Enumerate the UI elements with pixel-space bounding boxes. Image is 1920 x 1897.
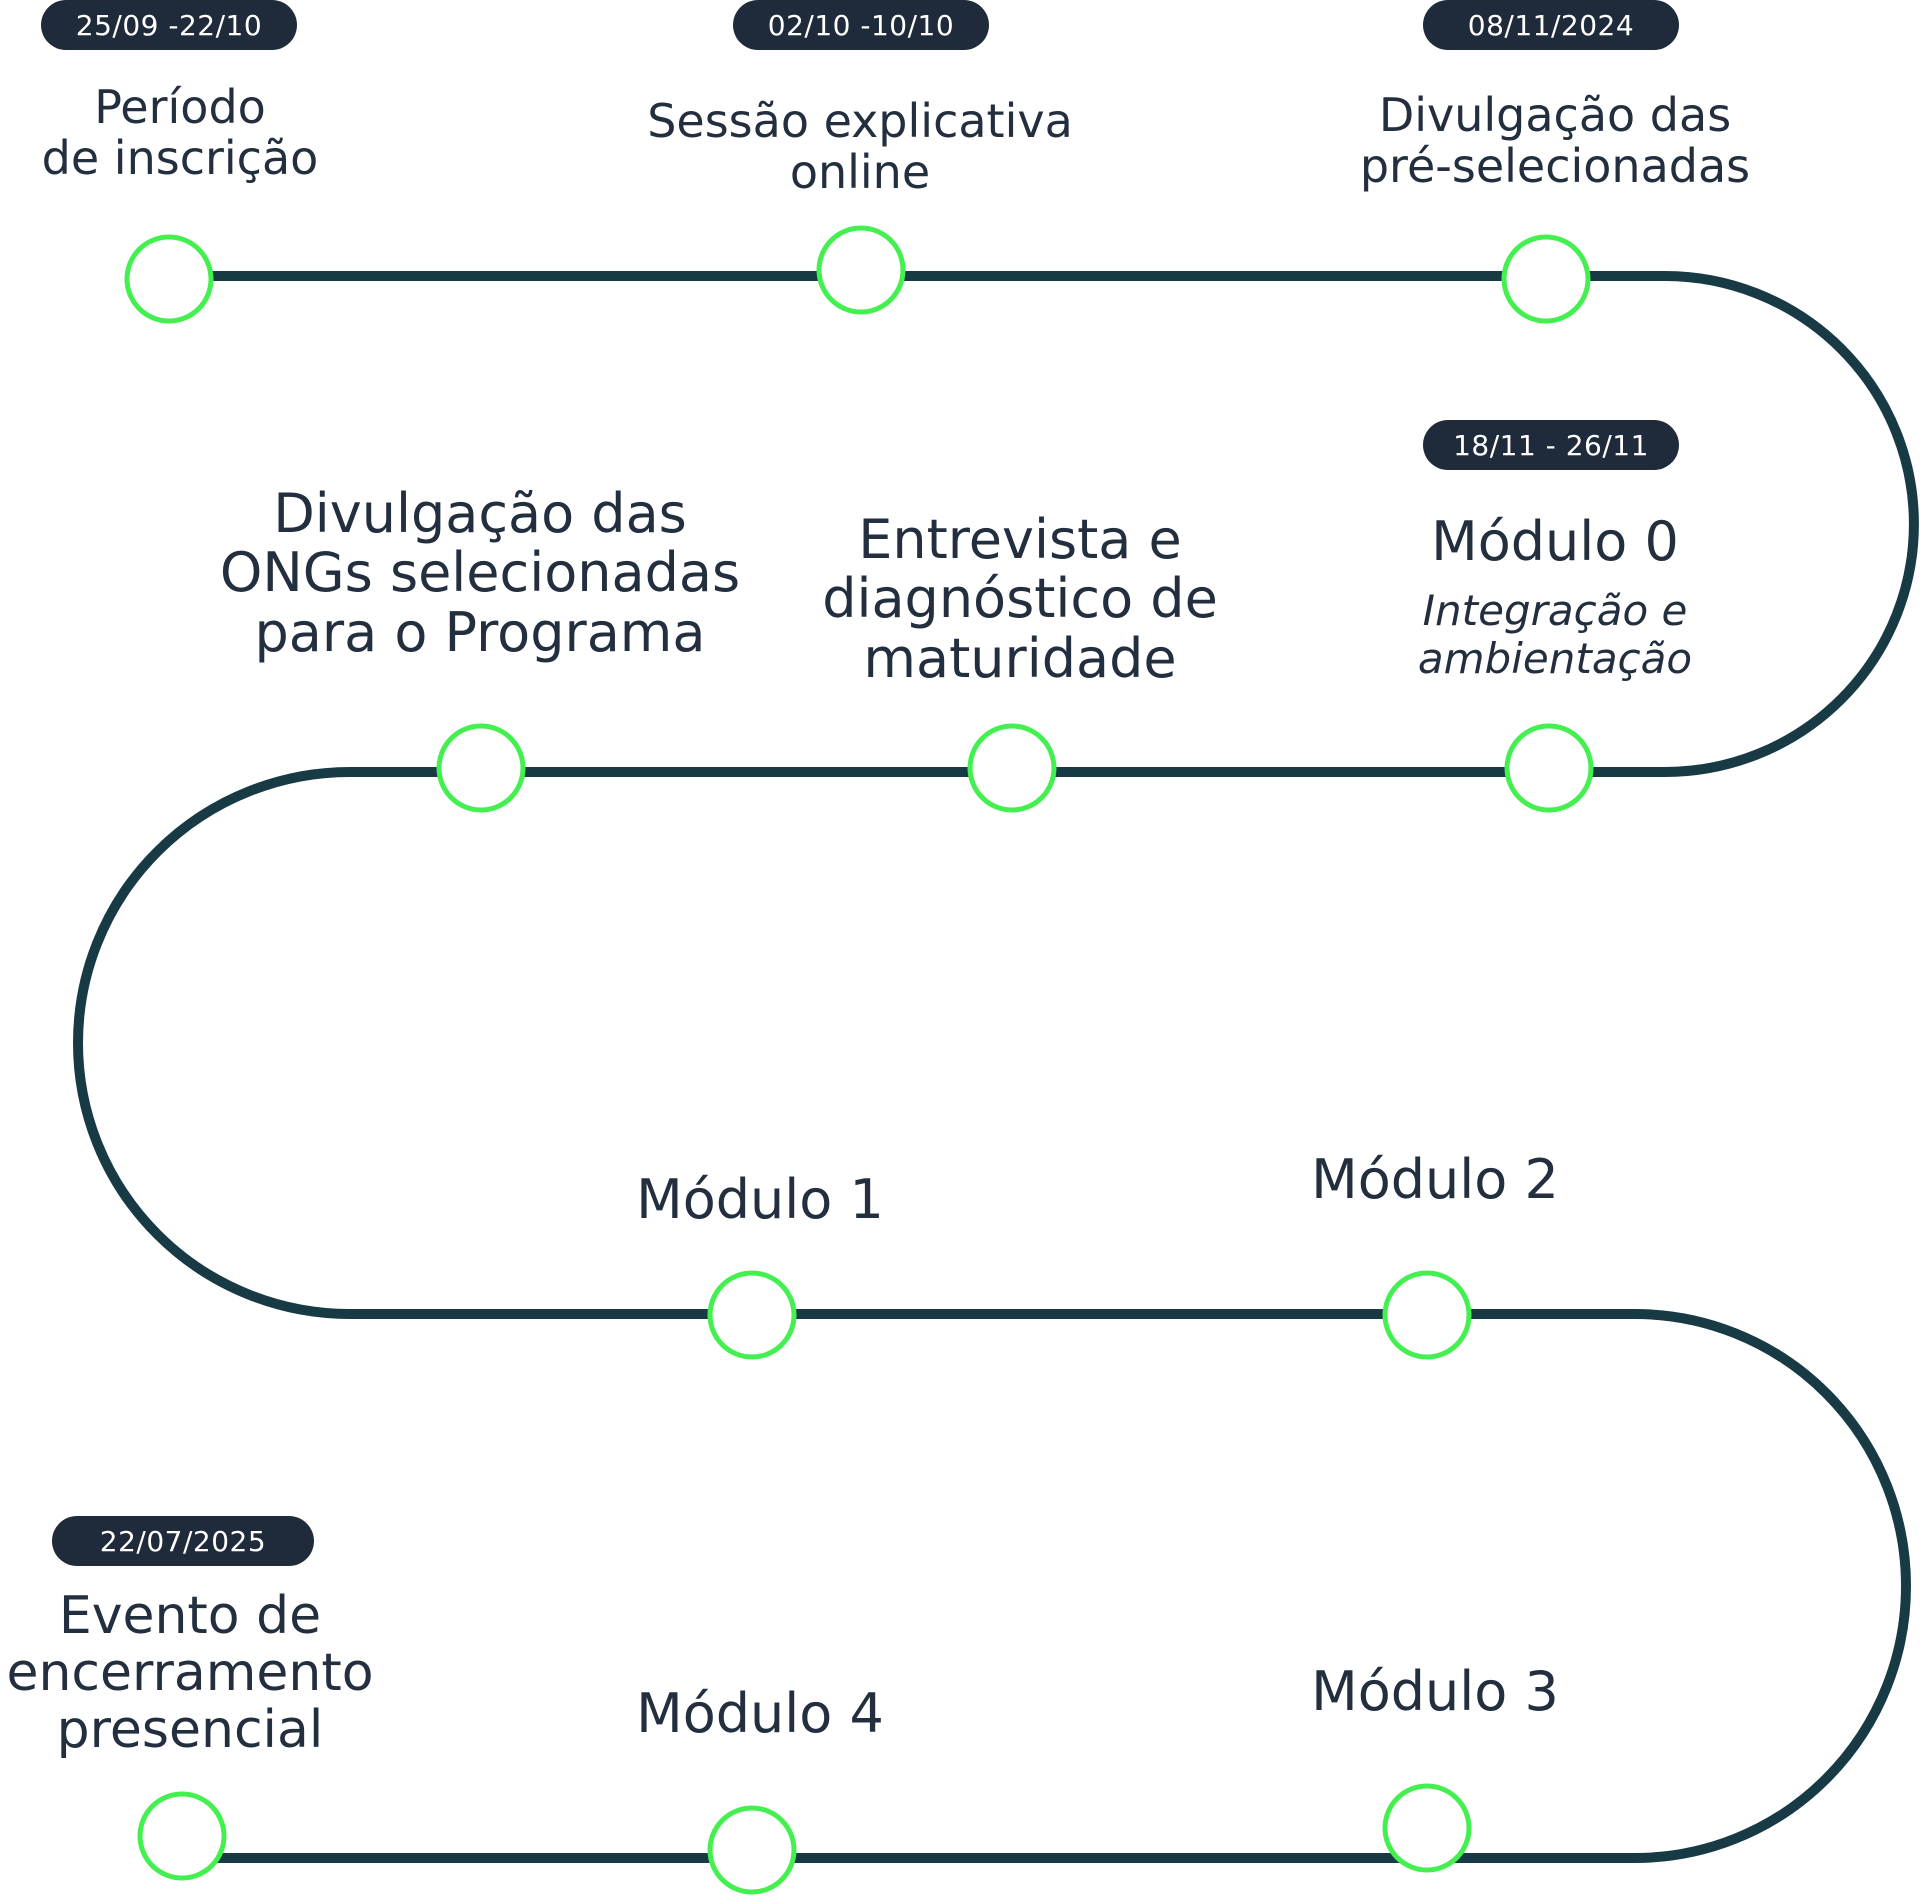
milestone-node-modulo-0 [1504,723,1594,813]
milestone-node-sessao [816,225,906,315]
milestone-title-modulo-2: Módulo 2 [1311,1148,1559,1211]
milestone-title-modulo-1: Módulo 1 [636,1168,884,1231]
date-badge-inscricao: 25/09 -22/10 [41,0,297,50]
milestone-node-modulo-1 [707,1270,797,1360]
milestone-node-pre-selecionadas [1501,234,1591,324]
timeline-path [73,271,1919,1863]
milestone-node-modulo-4 [707,1805,797,1895]
milestone-title-inscricao: Período de inscrição [41,80,319,185]
milestone-title-sessao: Sessão explicativa online [647,94,1073,199]
milestone-title-modulo-0: Módulo 0 [1431,510,1679,573]
date-badge-modulo-0: 18/11 - 26/11 [1423,420,1679,470]
milestone-node-modulo-3 [1382,1783,1472,1873]
milestone-node-inscricao [124,234,214,324]
milestone-title-encerramento: Evento de encerramento presencial [6,1586,374,1761]
milestone-node-encerramento [137,1791,227,1881]
milestone-title-ongs-selecionadas: Divulgação das ONGs selecionadas para o … [219,482,741,664]
milestone-title-modulo-3: Módulo 3 [1311,1660,1559,1723]
date-badge-pre-selecionadas: 08/11/2024 [1423,0,1679,50]
milestone-title-pre-selecionadas: Divulgação das pré-selecionadas [1359,88,1751,193]
milestone-title-entrevista: Entrevista e diagnóstico de maturidade [822,508,1218,690]
milestone-node-modulo-2 [1382,1270,1472,1360]
milestone-title-modulo-4: Módulo 4 [636,1682,884,1745]
milestone-subtitle-modulo-0: Integração e ambientação [1417,586,1693,684]
milestone-node-ongs-selecionadas [436,723,526,813]
milestone-node-entrevista [967,723,1057,813]
date-badge-sessao: 02/10 -10/10 [733,0,989,50]
date-badge-encerramento: 22/07/2025 [52,1516,314,1566]
